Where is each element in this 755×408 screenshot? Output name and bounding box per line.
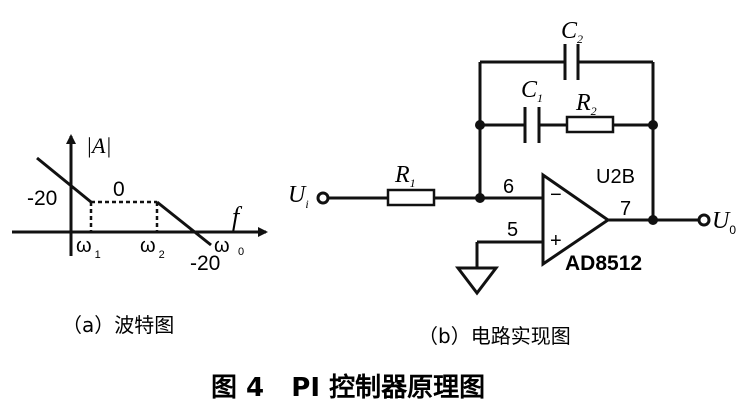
slope-right-superscript: 0 (238, 246, 244, 258)
slope-mid-label: 0 (113, 178, 125, 201)
opamp-part-number: AD8512 (565, 252, 642, 275)
resistor-r1 (386, 188, 436, 207)
pin-5-label: 5 (507, 219, 518, 241)
c2-label: C2 (561, 18, 583, 46)
output-label: U0 (712, 208, 736, 237)
slope-right-label: -20 (190, 252, 220, 275)
output-terminal (697, 213, 711, 227)
x-axis-label: f (232, 202, 243, 231)
omega0-label: ω (214, 235, 230, 257)
asymptote-slope-right (156, 200, 212, 247)
pin-7-label: 7 (620, 198, 631, 220)
resistor-r2 (565, 115, 615, 134)
y-axis-label: |A| (86, 133, 112, 158)
junction-output (648, 215, 658, 225)
input-label: Ui (288, 182, 309, 211)
subcaption-a: （a）波特图 (62, 313, 174, 337)
inverting-symbol: − (550, 184, 562, 206)
ground-symbol (454, 266, 500, 296)
input-terminal (316, 191, 330, 205)
asymptote-slope-left (36, 156, 92, 204)
circuit (316, 44, 711, 296)
pin-6-label: 6 (503, 176, 514, 198)
slope-left-label: -20 (27, 187, 57, 210)
opamp-designator: U2B (596, 166, 635, 188)
subcaption-b: （b）电路实现图 (418, 324, 571, 348)
figure-caption: 图 4 PI 控制器原理图 (211, 373, 485, 403)
c1-label: C1 (521, 77, 543, 105)
noninverting-symbol: + (550, 230, 562, 252)
r2-label: R2 (575, 90, 597, 118)
opamp-triangle (541, 172, 611, 267)
r1-label: R1 (394, 162, 416, 190)
